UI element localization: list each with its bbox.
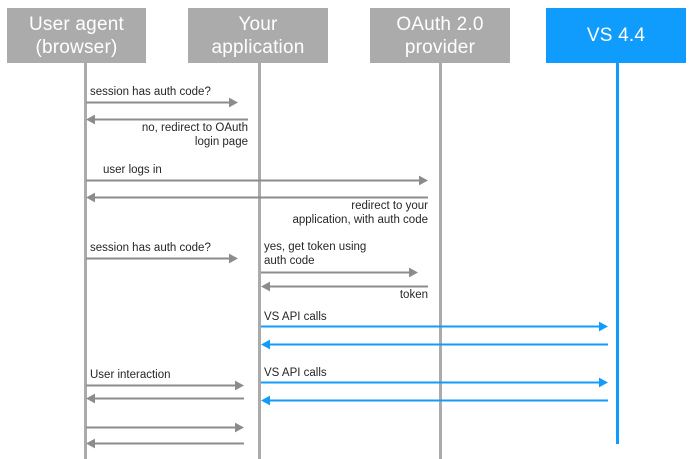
message-arrow-yes-get-token-using-auth-code bbox=[261, 267, 418, 278]
message-label-redirect-to-your-application-with-auth-code: redirect to your application, with auth … bbox=[292, 200, 428, 226]
message-label-user-interaction-request: User interaction bbox=[90, 369, 171, 381]
participant-label-your-application: Your application bbox=[211, 13, 305, 58]
message-arrow-trailing-request bbox=[86, 422, 244, 433]
message-arrow-vs-api-calls-2-response bbox=[261, 395, 608, 406]
message-label-user-logs-in: user logs in bbox=[103, 164, 162, 176]
message-label-yes-get-token-using-auth-code: yes, get token using auth code bbox=[264, 241, 367, 267]
message-arrow-token bbox=[261, 281, 428, 292]
message-arrow-user-interaction-response bbox=[86, 393, 244, 404]
message-arrow-user-interaction-request bbox=[86, 380, 244, 391]
message-arrow-vs-api-calls-2-request bbox=[261, 377, 608, 388]
participant-box-vs-44[interactable]: VS 4.4 bbox=[546, 8, 686, 63]
message-arrow-session-has-auth-code-2 bbox=[86, 253, 238, 264]
message-label-vs-api-calls-1-request: VS API calls bbox=[264, 311, 327, 323]
participant-label-vs-44: VS 4.4 bbox=[586, 25, 646, 46]
message-label-session-has-auth-code-2: session has auth code? bbox=[90, 242, 211, 254]
participant-box-your-application[interactable]: Your application bbox=[188, 8, 328, 63]
participant-box-oauth-provider[interactable]: OAuth 2.0 provider bbox=[370, 8, 510, 63]
lifeline-oauth-provider bbox=[439, 63, 442, 459]
lifeline-your-application bbox=[258, 63, 261, 459]
participant-label-oauth-provider: OAuth 2.0 provider bbox=[396, 13, 484, 58]
message-arrow-vs-api-calls-1-request bbox=[261, 321, 608, 332]
message-label-session-has-auth-code-1: session has auth code? bbox=[90, 86, 211, 98]
message-arrow-redirect-to-your-application-with-auth-code bbox=[86, 192, 428, 203]
participant-box-user-agent[interactable]: User agent (browser) bbox=[7, 8, 146, 63]
lifeline-vs-44 bbox=[616, 63, 619, 444]
message-label-no-redirect-to-oauth-login-page: no, redirect to OAuth login page bbox=[141, 122, 248, 148]
message-arrow-vs-api-calls-1-response bbox=[261, 339, 608, 350]
message-label-vs-api-calls-2-request: VS API calls bbox=[264, 367, 327, 379]
message-label-token: token bbox=[399, 289, 428, 301]
participant-label-user-agent: User agent (browser) bbox=[29, 13, 124, 58]
lifeline-user-agent bbox=[84, 63, 87, 459]
message-arrow-user-logs-in bbox=[86, 175, 428, 186]
message-arrow-trailing-response bbox=[86, 438, 244, 449]
message-arrow-session-has-auth-code-1 bbox=[86, 97, 238, 108]
message-arrow-no-redirect-to-oauth-login-page bbox=[86, 114, 248, 125]
